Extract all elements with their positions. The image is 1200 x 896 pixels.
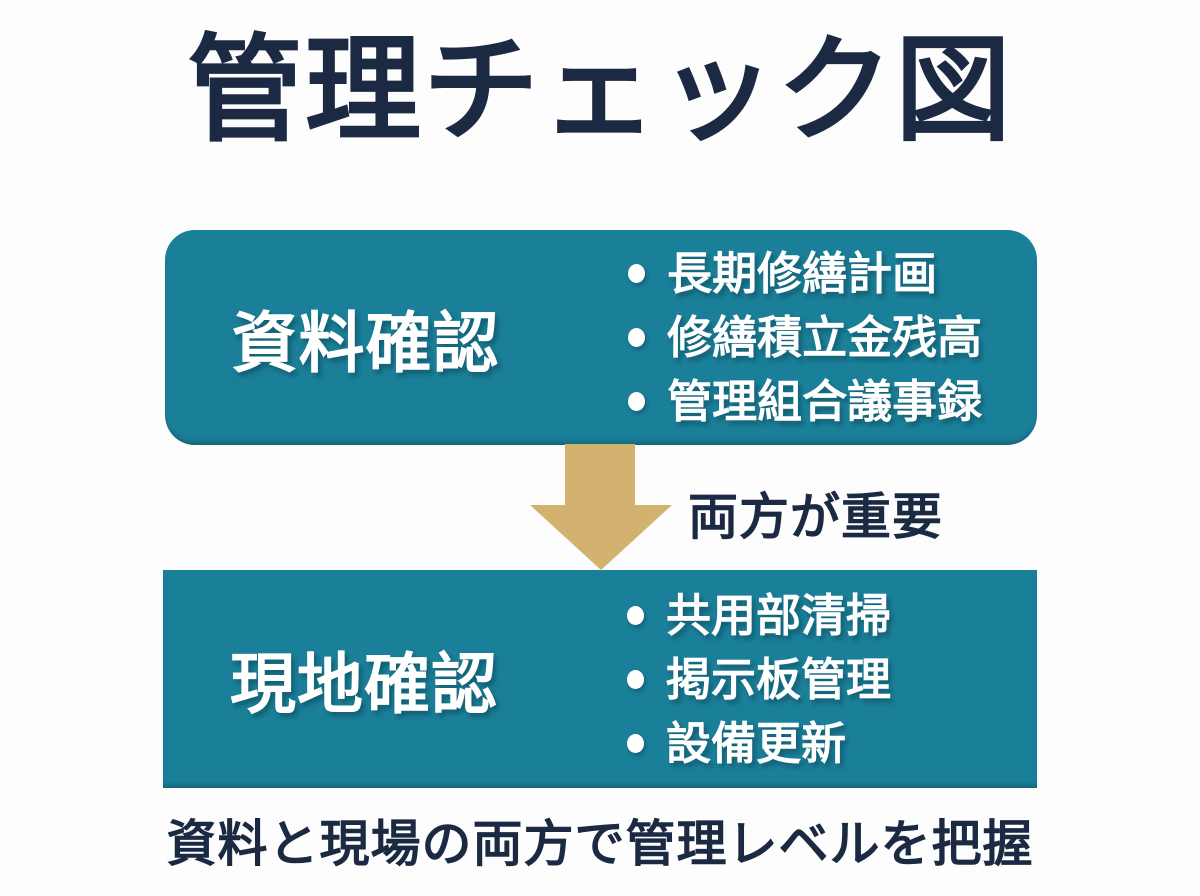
- onsite-check-list: 共用部清掃 掲示板管理 設備更新: [565, 593, 1037, 766]
- list-item: 管理組合議事録: [628, 379, 1037, 424]
- list-item-label: 修繕積立金残高: [667, 311, 983, 364]
- footer-summary: 資料と現場の両方で管理レベルを把握: [166, 815, 1034, 873]
- page-title: 管理チェック図: [187, 23, 1013, 158]
- down-arrow-icon: [527, 444, 675, 571]
- list-item-label: 設備更新: [666, 716, 847, 770]
- list-item: 共用部清掃: [627, 593, 1037, 638]
- onsite-check-label: 現地確認: [230, 646, 499, 723]
- list-item: 掲示板管理: [627, 657, 1037, 702]
- list-item: 修繕積立金残高: [628, 315, 1037, 360]
- bullet-dot-icon: [628, 264, 646, 283]
- list-item: 長期修繕計画: [628, 251, 1037, 296]
- bullet-dot-icon: [628, 328, 646, 347]
- document-check-label: 資料確認: [231, 304, 500, 382]
- list-item-label: 管理組合議事録: [667, 375, 983, 428]
- arrow-caption: 両方が重要: [688, 488, 943, 546]
- list-item-label: 共用部清掃: [666, 588, 892, 642]
- onsite-check-box: 現地確認 共用部清掃 掲示板管理 設備更新: [163, 570, 1037, 788]
- list-item: 設備更新: [627, 721, 1037, 766]
- document-check-list: 長期修繕計画 修繕積立金残高 管理組合議事録: [566, 251, 1037, 424]
- list-item-label: 長期修繕計画: [667, 247, 938, 300]
- list-item-label: 掲示板管理: [666, 652, 892, 706]
- bullet-dot-icon: [627, 605, 645, 625]
- document-check-box: 資料確認 長期修繕計画 修繕積立金残高 管理組合議事録: [165, 230, 1037, 445]
- bullet-dot-icon: [627, 733, 645, 753]
- bullet-dot-icon: [627, 669, 645, 689]
- bullet-dot-icon: [628, 392, 646, 411]
